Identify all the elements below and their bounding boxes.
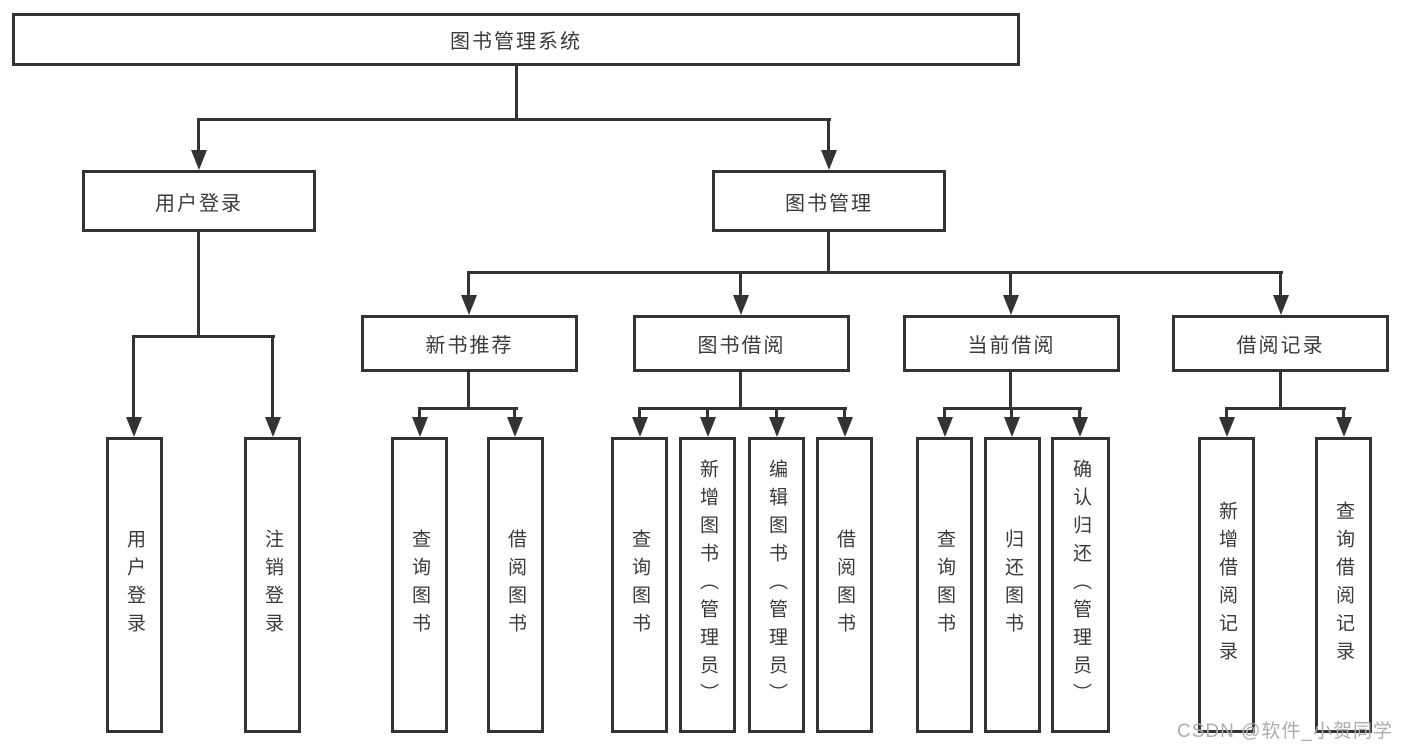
leaf-records-query: 查询借阅记录 — [1315, 437, 1372, 733]
leaf-user-login-label: 用户登录 — [124, 529, 145, 641]
node-root: 图书管理系统 — [12, 13, 1020, 66]
connector-line — [1009, 372, 1012, 410]
connector-line — [843, 407, 846, 419]
arrow-down-icon — [821, 150, 837, 170]
connector-line — [132, 335, 135, 419]
connector-line — [827, 232, 830, 274]
connector-line — [1010, 407, 1013, 419]
connector-line — [271, 335, 274, 419]
node-new-books: 新书推荐 — [361, 315, 578, 372]
connector-line — [638, 407, 847, 410]
connector-line — [739, 271, 742, 297]
leaf-borrow-add-label: 新增图书（管理员） — [697, 459, 718, 711]
arrow-down-icon — [632, 417, 648, 437]
node-user-login: 用户登录 — [82, 170, 316, 232]
arrow-down-icon — [507, 417, 523, 437]
node-book-mgmt-label: 图书管理 — [785, 192, 873, 215]
connector-line — [1225, 407, 1228, 419]
arrow-down-icon — [461, 295, 477, 315]
arrow-down-icon — [1273, 295, 1289, 315]
arrow-down-icon — [937, 417, 953, 437]
connector-line — [467, 271, 1283, 274]
connector-line — [827, 118, 830, 152]
leaf-newbooks-borrow: 借阅图书 — [487, 437, 544, 733]
arrow-down-icon — [126, 417, 142, 437]
node-borrow-records-label: 借阅记录 — [1236, 335, 1325, 357]
node-current-borrow: 当前借阅 — [903, 315, 1120, 372]
arrow-down-icon — [265, 417, 281, 437]
leaf-current-query: 查询图书 — [916, 437, 973, 733]
arrow-down-icon — [837, 417, 853, 437]
connector-line — [467, 372, 470, 410]
leaf-user-login: 用户登录 — [106, 437, 163, 733]
connector-line — [1078, 407, 1081, 419]
node-user-login-label: 用户登录 — [155, 192, 243, 215]
connector-line — [197, 118, 200, 152]
connector-line — [515, 66, 518, 121]
leaf-current-return-label: 归还图书 — [1002, 529, 1023, 641]
connector-line — [1342, 407, 1345, 419]
node-book-mgmt: 图书管理 — [712, 170, 946, 232]
connector-line — [418, 407, 421, 419]
connector-line — [467, 271, 470, 297]
arrow-down-icon — [1004, 417, 1020, 437]
arrow-down-icon — [733, 295, 749, 315]
arrow-down-icon — [1003, 295, 1019, 315]
arrow-down-icon — [700, 417, 716, 437]
node-book-borrow-label: 图书借阅 — [697, 335, 786, 357]
leaf-records-add-label: 新增借阅记录 — [1216, 501, 1237, 669]
arrow-down-icon — [1072, 417, 1088, 437]
leaf-records-add: 新增借阅记录 — [1198, 437, 1255, 733]
connector-line — [513, 407, 516, 419]
leaf-current-return: 归还图书 — [984, 437, 1041, 733]
leaf-logout-label: 注销登录 — [262, 529, 283, 641]
node-borrow-records: 借阅记录 — [1172, 315, 1389, 372]
connector-line — [739, 372, 742, 410]
leaf-borrow-borrow: 借阅图书 — [816, 437, 873, 733]
leaf-newbooks-borrow-label: 借阅图书 — [505, 529, 526, 641]
leaf-records-query-label: 查询借阅记录 — [1333, 501, 1354, 669]
leaf-borrow-add: 新增图书（管理员） — [679, 437, 736, 733]
leaf-logout: 注销登录 — [244, 437, 301, 733]
leaf-borrow-edit: 编辑图书（管理员） — [748, 437, 805, 733]
connector-line — [1009, 271, 1012, 297]
connector-line — [706, 407, 709, 419]
connector-line — [943, 407, 946, 419]
connector-line — [1279, 372, 1282, 410]
arrow-down-icon — [769, 417, 785, 437]
leaf-current-query-label: 查询图书 — [934, 529, 955, 641]
connector-line — [775, 407, 778, 419]
csdn-watermark: CSDN @软件_小贺同学 — [1177, 721, 1393, 742]
connector-line — [132, 335, 275, 338]
node-book-borrow: 图书借阅 — [633, 315, 850, 372]
arrow-down-icon — [412, 417, 428, 437]
leaf-borrow-query: 查询图书 — [611, 437, 668, 733]
leaf-borrow-query-label: 查询图书 — [629, 529, 650, 641]
leaf-borrow-borrow-label: 借阅图书 — [834, 529, 855, 641]
arrow-down-icon — [1336, 417, 1352, 437]
leaf-newbooks-query-label: 查询图书 — [409, 529, 430, 641]
arrow-down-icon — [191, 150, 207, 170]
connector-line — [197, 118, 831, 121]
leaf-newbooks-query: 查询图书 — [391, 437, 448, 733]
arrow-down-icon — [1219, 417, 1235, 437]
node-root-label: 图书管理系统 — [450, 31, 582, 53]
connector-line — [197, 232, 200, 338]
leaf-current-confirm-return: 确认归还（管理员） — [1051, 437, 1110, 733]
leaf-current-confirm-return-label: 确认归还（管理员） — [1070, 459, 1091, 711]
node-current-borrow-label: 当前借阅 — [967, 335, 1056, 357]
leaf-borrow-edit-label: 编辑图书（管理员） — [766, 459, 787, 711]
connector-line — [1225, 407, 1346, 410]
node-new-books-label: 新书推荐 — [425, 335, 514, 357]
connector-line — [418, 407, 518, 410]
connector-line — [1279, 271, 1282, 297]
connector-line — [638, 407, 641, 419]
